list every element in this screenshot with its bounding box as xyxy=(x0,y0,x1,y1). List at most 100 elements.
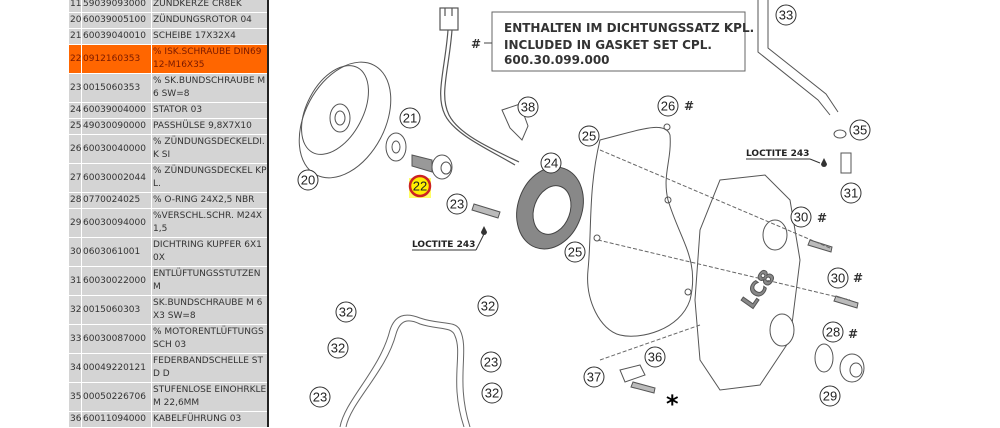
position-cell: 35 xyxy=(68,382,82,412)
ignition-cover-part-27[interactable]: LC8 xyxy=(694,174,801,391)
callout-number: 25 xyxy=(568,245,582,260)
callout-number: 23 xyxy=(313,390,327,405)
callout-33[interactable]: 33 xyxy=(775,4,797,26)
table-divider xyxy=(267,0,269,427)
description-cell: DICHTRING KUPFER 6X10X xyxy=(151,237,269,267)
callout-25[interactable]: 25 xyxy=(578,125,600,147)
part-number-cell: 49030090000 xyxy=(81,118,152,135)
callout-23[interactable]: 23 xyxy=(480,351,502,373)
callout-22-label: 22 xyxy=(413,179,427,194)
callout-38[interactable]: 38 xyxy=(517,96,539,118)
callout-29[interactable]: 29 xyxy=(819,385,841,407)
stator-cable xyxy=(439,7,520,166)
exploded-parts-diagram: ENTHALTEN IM DICHTUNGSSATZ KPL. INCLUDED… xyxy=(281,0,871,427)
position-cell: 21 xyxy=(68,28,82,45)
callout-number: 29 xyxy=(823,389,837,404)
callout-32[interactable]: 32 xyxy=(477,295,499,317)
bolt-part-22[interactable] xyxy=(411,154,453,180)
gasket-part-26[interactable] xyxy=(587,123,694,337)
description-cell: ENTLÜFTUNGSSTUTZEN M xyxy=(151,266,269,296)
hash-marker-30b: # xyxy=(853,271,863,285)
callout-23[interactable]: 23 xyxy=(446,193,468,215)
washer-part-21[interactable] xyxy=(385,132,407,162)
callout-36[interactable]: 36 xyxy=(644,346,666,368)
parts-table-row[interactable]: 28 *0770024025% O-RING 24X2,5 NBR xyxy=(68,192,269,209)
note-hash-marker: # xyxy=(471,37,481,51)
position-cell: 32 xyxy=(68,295,82,325)
callout-32[interactable]: 32 xyxy=(335,301,357,323)
callout-24[interactable]: 24 xyxy=(540,152,562,174)
callout-28[interactable]: 28 xyxy=(822,321,844,343)
bolt-part-23[interactable] xyxy=(471,203,501,219)
bolt-part-30-upper[interactable] xyxy=(807,239,833,253)
description-cell: % ZÜNDUNGSDECKEL KPL. xyxy=(151,163,269,193)
description-cell: ZÜNDUNGSROTOR 04 xyxy=(151,12,269,29)
callout-35[interactable]: 35 xyxy=(849,119,871,141)
note-line-1: ENTHALTEN IM DICHTUNGSSATZ KPL. xyxy=(504,21,754,35)
callout-number: 21 xyxy=(403,111,417,126)
description-cell: % MOTORENTLÜFTUNGSSCH 03 xyxy=(151,324,269,354)
callout-20[interactable]: 20 xyxy=(297,169,319,191)
part-number-cell: 60030094000 xyxy=(81,208,152,238)
cable-guide-part-36[interactable] xyxy=(619,364,646,383)
callout-number: 26 xyxy=(661,99,675,114)
callout-22-highlighted[interactable]: 22 xyxy=(408,174,432,198)
description-cell: ZÜNDKERZE CR8EK xyxy=(151,0,269,13)
callout-32[interactable]: 32 xyxy=(327,337,349,359)
description-cell: % ZÜNDUNGSDECKELDI. K SI xyxy=(151,134,269,164)
stator-part-24[interactable] xyxy=(506,158,595,259)
position-cell: 33 xyxy=(68,324,82,354)
callout-number: 33 xyxy=(779,8,793,23)
part-number-cell: 00050226706 xyxy=(81,382,152,412)
callout-number: 38 xyxy=(521,100,535,115)
rotor-part-20[interactable] xyxy=(281,46,410,193)
breather-fitting-part-31[interactable] xyxy=(840,152,852,174)
callout-23[interactable]: 23 xyxy=(309,386,331,408)
part-number-cell: 0912160353 xyxy=(81,44,152,74)
part-number-cell: 59039093000 xyxy=(81,0,152,13)
adhesive-drop-icon xyxy=(481,226,487,235)
callout-32[interactable]: 32 xyxy=(481,382,503,404)
note-line-3: 600.30.099.000 xyxy=(504,53,610,67)
callout-37[interactable]: 37 xyxy=(583,366,605,388)
callout-number: 30 xyxy=(831,271,845,286)
callout-26[interactable]: 26 xyxy=(657,95,679,117)
callout-21[interactable]: 21 xyxy=(399,107,421,129)
plug-part-29[interactable] xyxy=(839,353,865,383)
breather-hose-part-33[interactable] xyxy=(757,0,839,116)
description-cell: %VERSCHL.SCHR. M24X1,5 xyxy=(151,208,269,238)
position-cell: 25 xyxy=(68,118,82,135)
position-cell: 11 xyxy=(68,0,82,13)
screw-part-37[interactable] xyxy=(630,381,656,394)
note-line-2: INCLUDED IN GASKET SET CPL. xyxy=(504,38,712,52)
position-cell: 31 xyxy=(68,266,82,296)
clamp-part-35[interactable] xyxy=(833,129,847,139)
part-number-cell: 0770024025 xyxy=(81,192,152,209)
callout-30[interactable]: 30 xyxy=(790,206,812,228)
callout-25[interactable]: 25 xyxy=(564,241,586,263)
callout-31[interactable]: 31 xyxy=(840,182,862,204)
hash-marker-28: # xyxy=(848,327,858,341)
bolt-part-30-lower[interactable] xyxy=(833,295,859,309)
loctite-text-right: LOCTITE 243 xyxy=(746,149,809,159)
callout-30[interactable]: 30 xyxy=(827,267,849,289)
loctite-text-left: LOCTITE 243 xyxy=(412,240,475,250)
o-ring-part-28[interactable] xyxy=(814,343,834,373)
